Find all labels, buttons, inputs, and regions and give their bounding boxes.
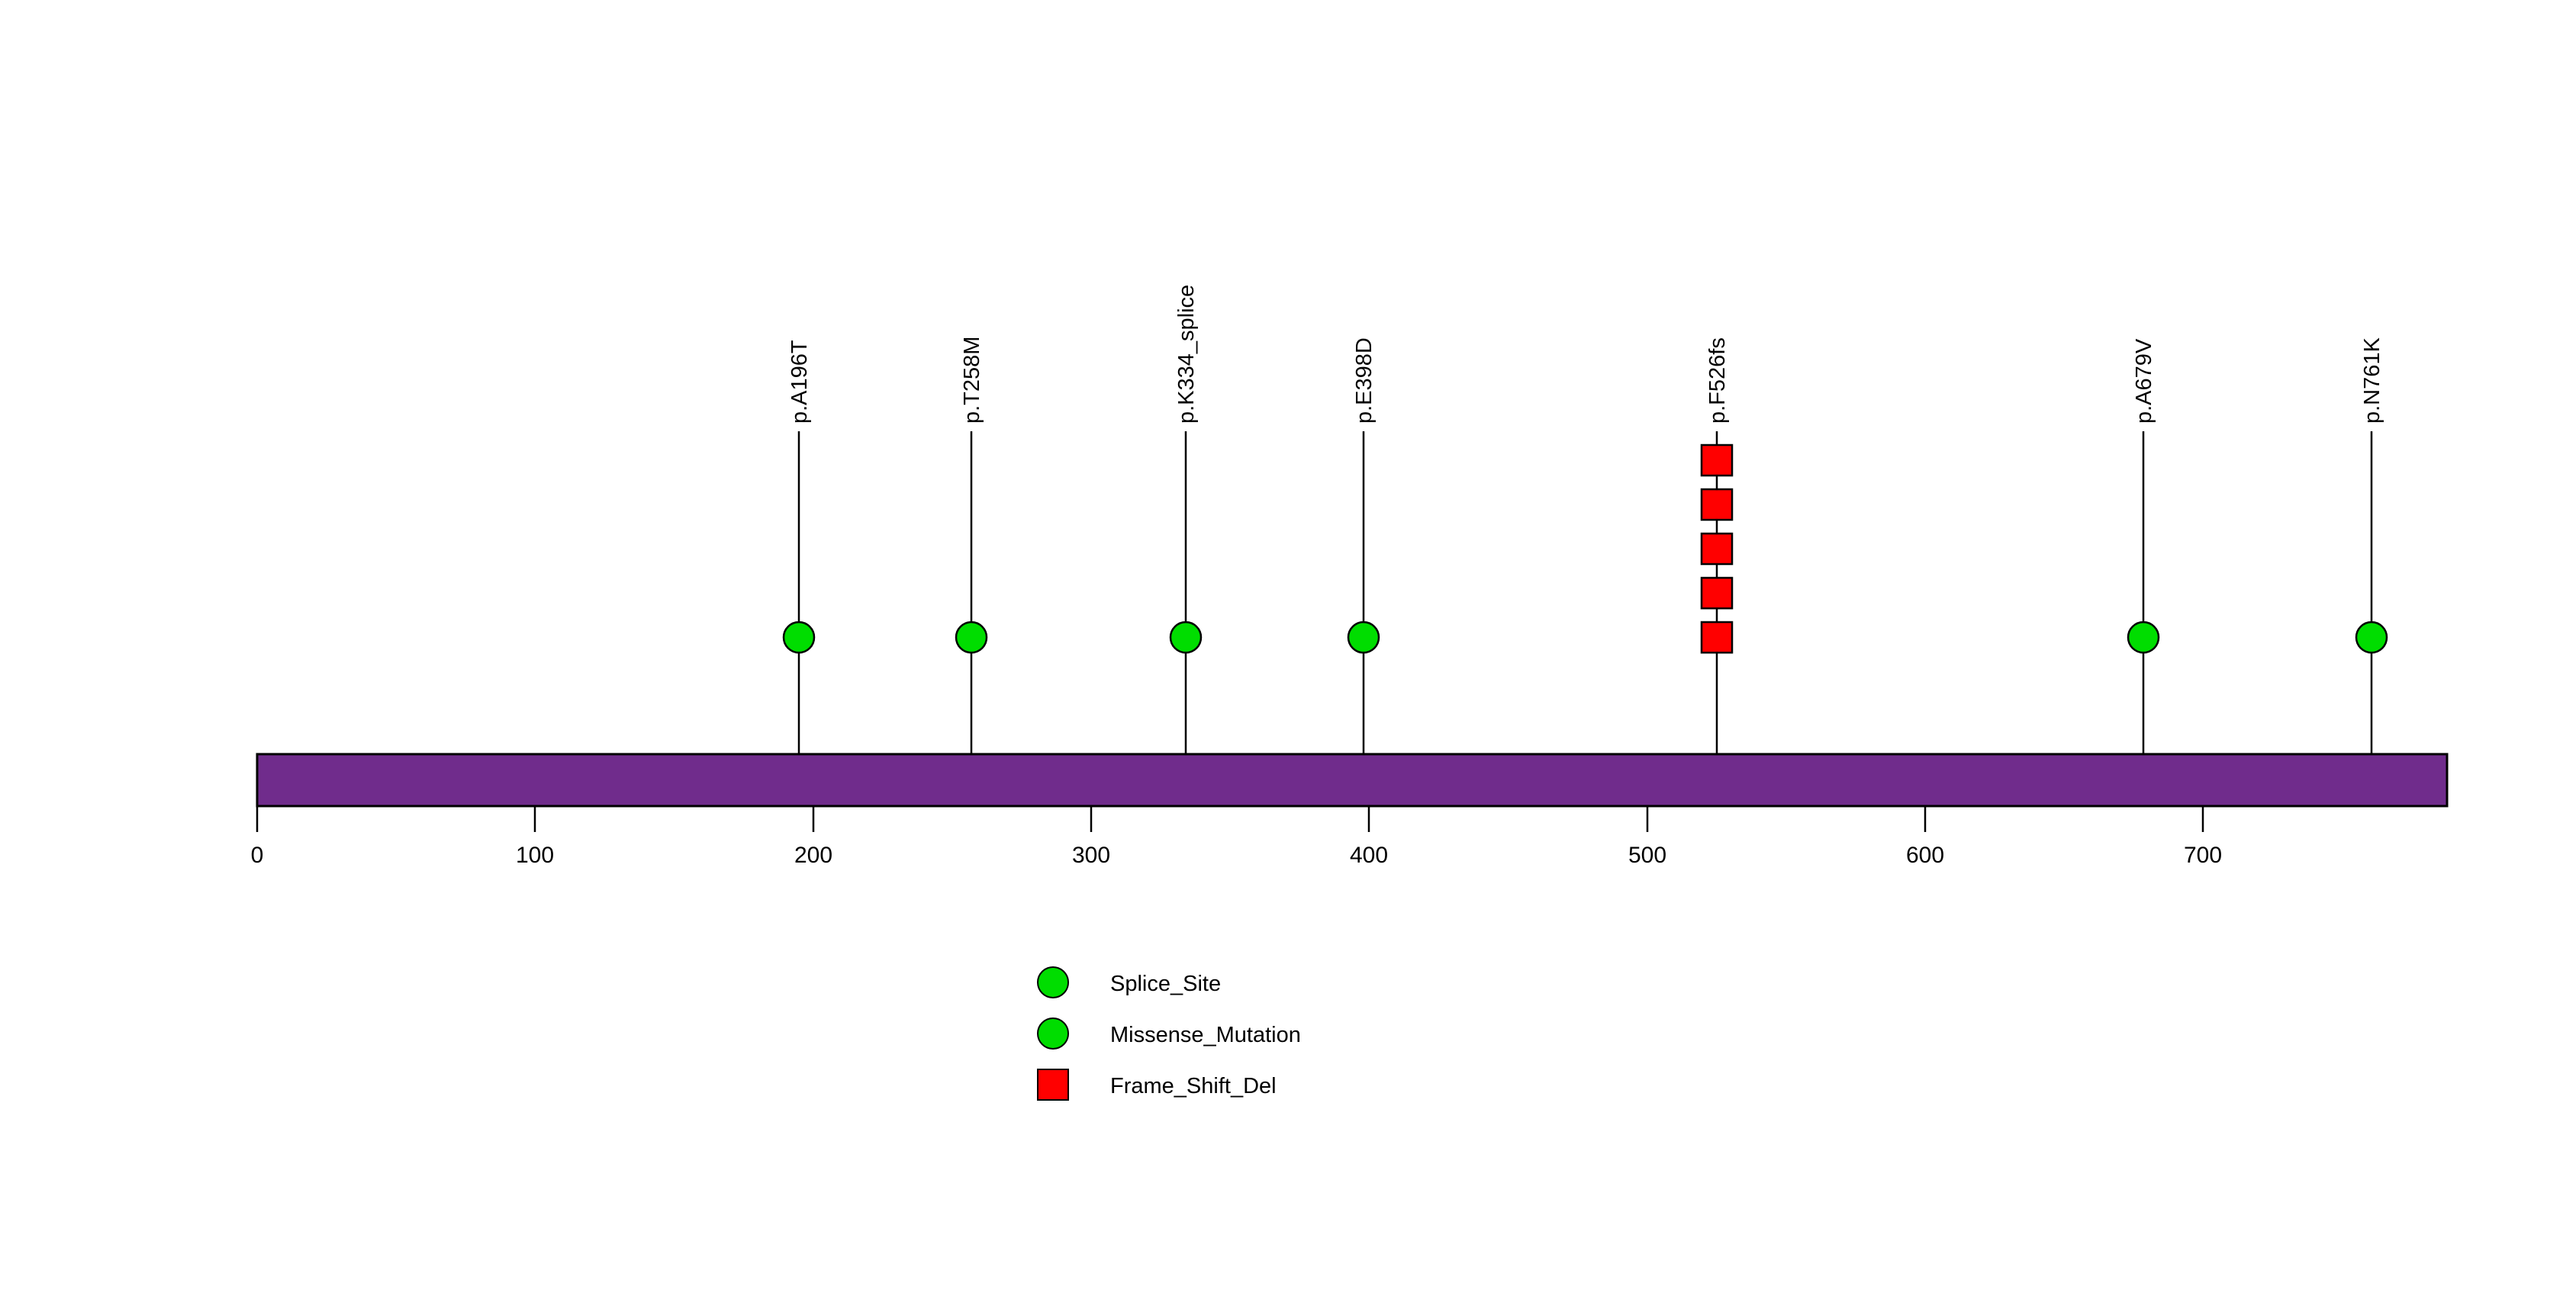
- legend-label-missense-mutation: Missense_Mutation: [1110, 1023, 1301, 1047]
- axis-tick-label-400: 400: [1350, 843, 1388, 868]
- marker-p-f526fs-5[interactable]: [1700, 443, 1734, 477]
- axis-tick-label-0: 0: [251, 843, 264, 868]
- mutation-label-p-k334-splice: p.K334_splice: [1174, 285, 1199, 424]
- mutation-label-p-t258m: p.T258M: [960, 337, 984, 424]
- marker-p-f526fs-1[interactable]: [1700, 621, 1734, 654]
- mutation-label-p-n761k: p.N761K: [2360, 337, 2384, 424]
- marker-p-a679v[interactable]: [2127, 621, 2160, 654]
- marker-p-n761k[interactable]: [2355, 621, 2388, 654]
- mutation-label-p-e398d: p.E398D: [1352, 337, 1377, 424]
- legend-item-frame-shift-del[interactable]: Frame_Shift_Del: [1037, 1069, 1277, 1101]
- legend-swatch-missense-mutation-icon: [1037, 1017, 1069, 1050]
- marker-p-f526fs-4[interactable]: [1700, 488, 1734, 521]
- marker-p-a196t[interactable]: [782, 621, 816, 654]
- mutation-label-p-a679v: p.A679V: [2132, 338, 2156, 424]
- stem-group: [797, 431, 2373, 806]
- axis-tick-label-600: 600: [1906, 843, 1944, 868]
- legend-label-frame-shift-del: Frame_Shift_Del: [1110, 1074, 1277, 1098]
- marker-p-e398d[interactable]: [1347, 621, 1380, 654]
- legend-swatch-frame-shift-del-icon: [1037, 1069, 1069, 1101]
- axis-tick-label-500: 500: [1628, 843, 1666, 868]
- protein-domain-bar[interactable]: [256, 753, 2449, 808]
- axis-tick-label-200: 200: [794, 843, 832, 868]
- marker-p-k334-splice[interactable]: [1169, 621, 1203, 654]
- legend: Splice_Site Missense_Mutation Frame_Shif…: [1037, 966, 1301, 1101]
- legend-swatch-splice-site-icon: [1037, 966, 1069, 998]
- axis-tick-label-300: 300: [1072, 843, 1110, 868]
- axis-tick-marks: [256, 806, 2204, 832]
- marker-p-f526fs-3[interactable]: [1700, 532, 1734, 566]
- mutation-label-group: p.A196T p.T258M p.K334_splice p.E398D p.…: [787, 285, 2384, 424]
- marker-group: [782, 443, 2388, 654]
- mutation-label-p-a196t: p.A196T: [787, 340, 812, 424]
- axis-tick-label-100: 100: [516, 843, 554, 868]
- axis-tick-labels: 0 100 200 300 400 500 600 700: [251, 843, 2222, 868]
- axis-tick-label-700: 700: [2184, 843, 2222, 868]
- mutation-label-p-f526fs: p.F526fs: [1705, 337, 1730, 424]
- legend-item-missense-mutation[interactable]: Missense_Mutation: [1037, 1017, 1301, 1050]
- legend-label-splice-site: Splice_Site: [1110, 972, 1221, 996]
- marker-p-t258m[interactable]: [955, 621, 988, 654]
- marker-p-f526fs-2[interactable]: [1700, 576, 1734, 610]
- legend-item-splice-site[interactable]: Splice_Site: [1037, 966, 1221, 998]
